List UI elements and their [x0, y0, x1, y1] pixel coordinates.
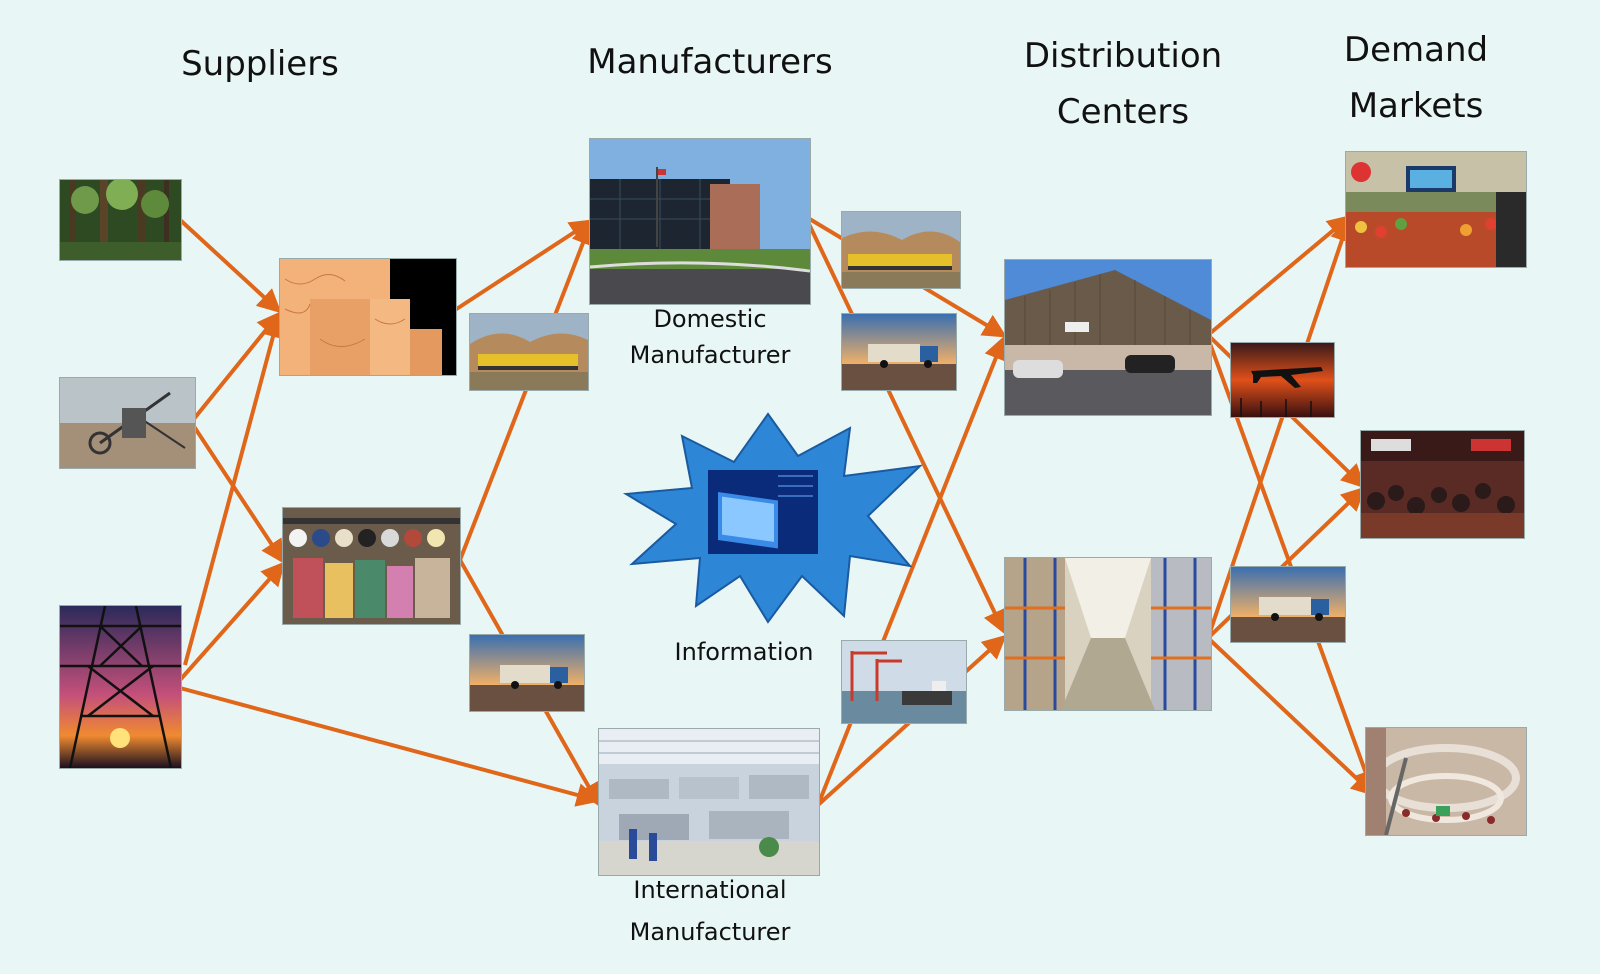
lumber-photo: [279, 258, 457, 376]
international-manufacturer-factory-photo: [598, 728, 820, 876]
arrow-lumber-to-domestic: [453, 219, 595, 312]
heading-demand-line2: Markets: [1348, 86, 1484, 126]
mining-excavator-photo: [59, 377, 196, 469]
freight-train-photo-left: [469, 313, 589, 391]
arrow-power-to-textiles: [178, 561, 286, 682]
power-tower-sunset-photo: [59, 605, 182, 769]
information-starburst: [622, 412, 923, 624]
arrow-mine-to-textiles: [191, 423, 285, 565]
truck-highway-photo-right: [841, 313, 957, 391]
domestic-manufacturer-building-photo: [589, 138, 811, 305]
arrow-power-to-international: [179, 686, 601, 807]
arrow-international-to-warehouse: [816, 335, 1008, 806]
forest-photo: [59, 179, 182, 261]
arrow-domestic-to-storage: [806, 221, 1006, 635]
heading-manufacturers: Manufacturers: [587, 42, 833, 82]
arrow-warehouse-to-supermarket: [1206, 214, 1352, 337]
airplane-sunset-photo: [1230, 342, 1335, 418]
heading-distribution-line2: Centers: [1056, 92, 1190, 132]
domestic-manufacturer-label-line1: Domestic: [653, 305, 767, 333]
storage-racks-photo: [1004, 557, 1212, 711]
shopping-mall-photo: [1365, 727, 1527, 836]
freight-train-photo-right: [841, 211, 961, 289]
arrow-power-to-lumber: [183, 313, 285, 666]
cargo-ship-port-photo: [841, 640, 967, 724]
truck-highway-photo-demand: [1230, 566, 1346, 643]
international-manufacturer-label-line2: Manufacturer: [629, 918, 791, 946]
domestic-manufacturer-label-line2: Manufacturer: [629, 341, 791, 369]
arrow-forest-to-lumber: [176, 216, 282, 314]
arrow-textiles-to-domestic: [458, 220, 595, 561]
supermarket-photo: [1345, 151, 1527, 268]
heading-distribution-line1: Distribution: [1023, 36, 1223, 76]
international-manufacturer-label-line1: International: [633, 876, 787, 904]
computer-screen-icon: [708, 470, 818, 554]
heading-demand-line1: Demand: [1343, 30, 1489, 70]
warehouse-building-photo: [1004, 259, 1212, 416]
arrow-storage-to-mall: [1206, 636, 1376, 797]
truck-highway-photo-left: [469, 634, 585, 712]
heading-suppliers: Suppliers: [181, 44, 339, 84]
crowded-market-photo: [1360, 430, 1525, 539]
textile-rolls-photo: [282, 507, 461, 625]
information-label: Information: [674, 638, 814, 666]
